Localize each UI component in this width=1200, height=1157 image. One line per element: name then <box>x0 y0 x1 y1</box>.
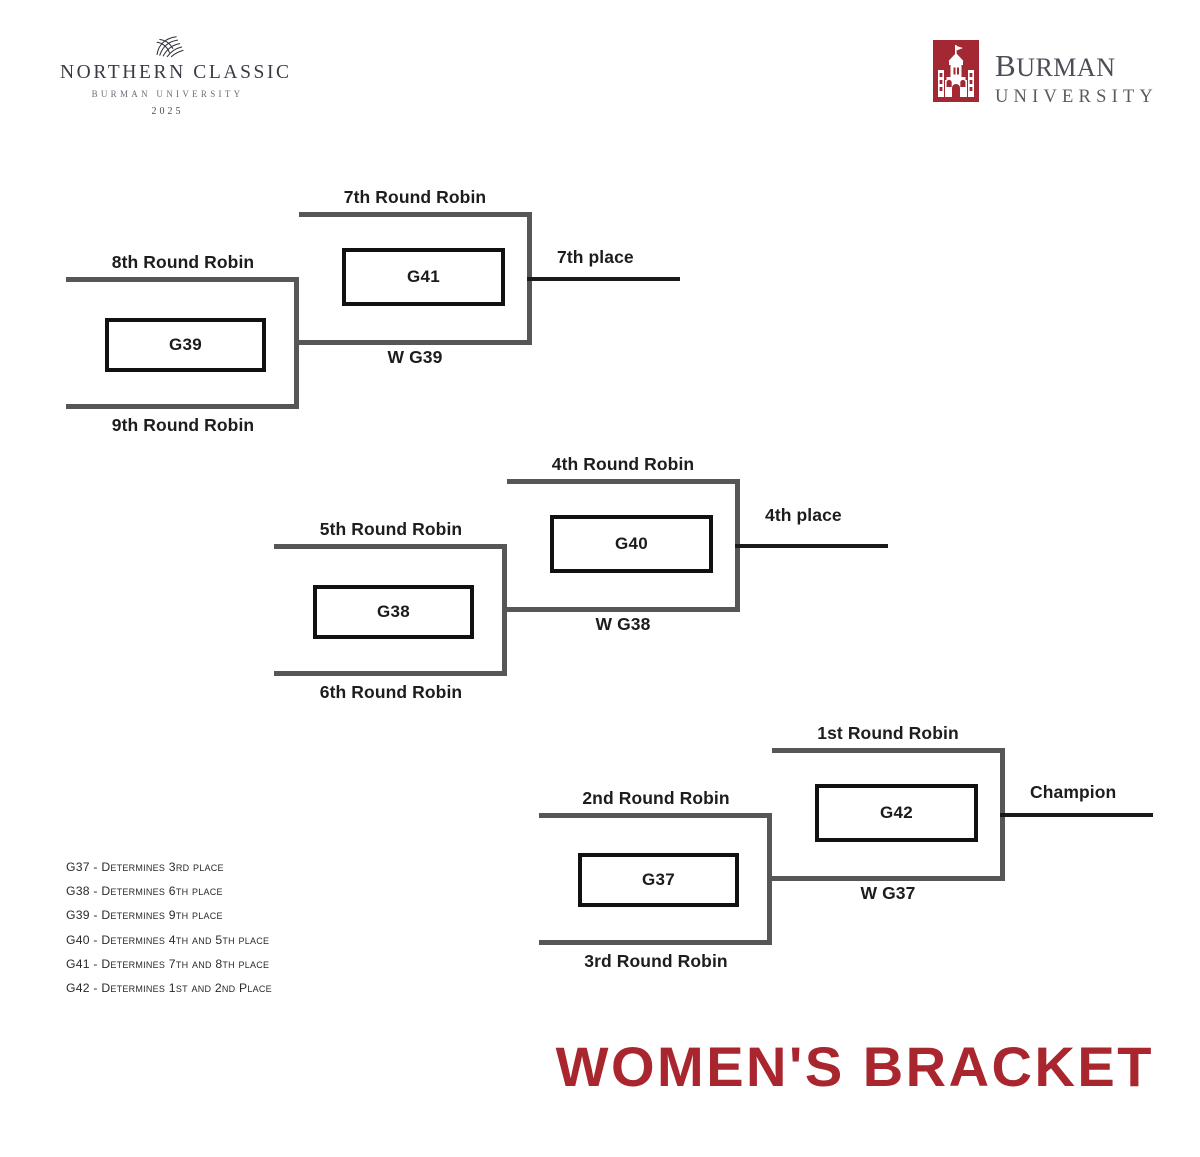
label-7th-round-robin: 7th Round Robin <box>343 187 487 207</box>
legend: G37 - Determines 3rd place G38 - Determi… <box>66 855 396 1000</box>
outcome-line-4th-place <box>735 544 888 548</box>
burman-wordmark: Burman <box>995 37 1116 86</box>
game-box-g40[interactable]: G40 <box>550 515 713 573</box>
label-w-g37: W G37 <box>860 883 916 903</box>
legend-item: G42 - Determines 1st and 2nd Place <box>66 981 272 996</box>
volleyball-icon <box>156 36 184 58</box>
game-box-g41[interactable]: G41 <box>342 248 505 306</box>
label-w-g38: W G38 <box>595 614 651 634</box>
seed-line-top <box>539 813 772 818</box>
label-4th-place: 4th place <box>765 505 842 525</box>
seed-line-bottom <box>539 940 772 945</box>
label-4th-round-robin: 4th Round Robin <box>551 454 695 474</box>
legend-item: G40 - Determines 4th and 5th place <box>66 932 270 947</box>
label-1st-round-robin: 1st Round Robin <box>817 723 959 743</box>
legend-item: G41 - Determines 7th and 8th place <box>66 956 270 971</box>
northern-classic-subtitle: BURMAN UNIVERSITY <box>91 89 244 99</box>
game-box-g42[interactable]: G42 <box>815 784 978 842</box>
game-box-g38[interactable]: G38 <box>313 585 474 639</box>
seed-connector-vertical <box>767 813 772 945</box>
seed-line-top <box>274 544 507 549</box>
seed-connector-vertical <box>502 544 507 676</box>
northern-classic-logo: NORTHERN CLASSIC BURMAN UNIVERSITY 2025 <box>60 34 292 117</box>
seed-line-bottom <box>274 671 507 676</box>
label-8th-round-robin: 8th Round Robin <box>111 252 255 272</box>
northern-classic-title: NORTHERN CLASSIC <box>60 62 292 83</box>
final-line-bottom <box>772 876 1005 881</box>
legend-item: G39 - Determines 9th place <box>66 908 223 923</box>
outcome-line-champion <box>1000 813 1153 817</box>
final-line-top <box>772 748 1005 753</box>
label-w-g39: W G39 <box>387 347 443 367</box>
game-box-g39[interactable]: G39 <box>105 318 266 372</box>
tower-crest-icon <box>933 40 979 102</box>
burman-university-logo: Burman University <box>933 40 1158 107</box>
label-3rd-round-robin: 3rd Round Robin <box>584 951 728 971</box>
outcome-line-7th-place <box>527 277 680 281</box>
final-line-top <box>507 479 740 484</box>
label-6th-round-robin: 6th Round Robin <box>319 682 463 702</box>
label-7th-place: 7th place <box>557 247 634 267</box>
final-line-bottom <box>299 340 532 345</box>
label-champion: Champion <box>1030 782 1117 802</box>
page-title: WOMEN'S BRACKET <box>555 1035 1154 1098</box>
seed-line-bottom <box>66 404 299 409</box>
final-line-bottom <box>507 607 740 612</box>
game-box-g37[interactable]: G37 <box>578 853 739 907</box>
final-line-top <box>299 212 532 217</box>
seed-connector-vertical <box>294 277 299 409</box>
label-2nd-round-robin: 2nd Round Robin <box>582 788 730 808</box>
legend-item: G38 - Determines 6th place <box>66 884 223 899</box>
seed-line-top <box>66 277 299 282</box>
northern-classic-year: 2025 <box>151 106 184 117</box>
burman-university-word: University <box>995 87 1158 107</box>
legend-item: G37 - Determines 3rd place <box>66 860 224 874</box>
label-5th-round-robin: 5th Round Robin <box>319 519 463 539</box>
label-9th-round-robin: 9th Round Robin <box>111 415 255 435</box>
